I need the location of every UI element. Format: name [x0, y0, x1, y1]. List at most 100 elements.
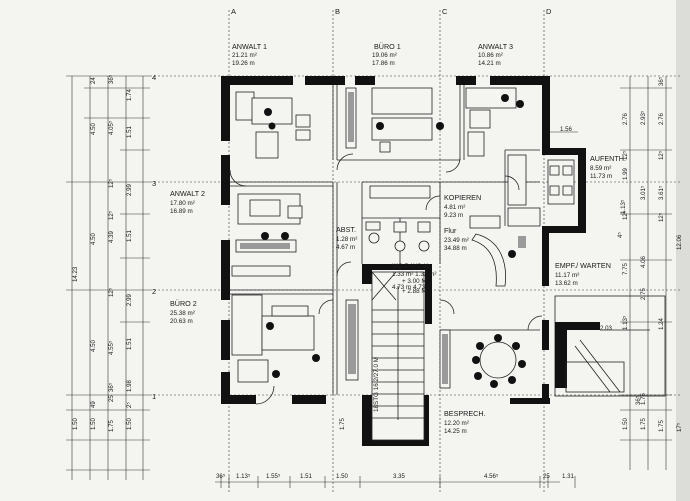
axis-label-a: A — [231, 7, 236, 16]
dim-left-misc: 49 — [90, 401, 97, 408]
dim-right-b: 1.24 — [658, 318, 665, 330]
dim-right-far: 12.06 — [676, 234, 683, 250]
room-area-net: 10.86 m² — [478, 52, 503, 59]
furniture-wc — [365, 221, 431, 252]
room-area-net: 25.38 m² — [170, 310, 195, 317]
dim-left-misc: 1.50 — [90, 418, 97, 430]
dimension-chains-right: 2.76 2.93⁵ 12⁵ 1.99 3.01⁵ 12⁵ 4.06 1.13⁵… — [620, 76, 683, 470]
room-area-net: 8.59 m² — [590, 165, 611, 172]
furniture-flur — [369, 185, 526, 287]
room-area-net: 17.80 m² — [170, 200, 195, 207]
dim-bottom: 1.50 — [336, 473, 348, 480]
axis-label-2: 2 — [152, 287, 156, 296]
dim-left-misc: 24 — [90, 77, 97, 84]
exterior-walls — [221, 76, 586, 446]
room-area-net: 12.20 m² — [444, 420, 469, 427]
room-label-anwalt-1: ANWALT 1 21.21 m² 19.26 m — [232, 42, 267, 67]
room-label-abst: ABST. 1.28 m² 4.67 m — [336, 225, 357, 251]
dim-right-a: 1.75 — [640, 418, 647, 430]
dim-inner: 1.56 — [560, 126, 572, 133]
room-label-empf: EMPF./ WARTEN 11.17 m² 13.62 m — [555, 261, 611, 287]
room-name: BÜRO 1 — [374, 42, 401, 51]
room-area-net: 21.21 m² — [232, 52, 257, 59]
room-perimeter: 14.21 m — [478, 60, 501, 67]
room-label-wc: WC-D WC-H 1.33 m² 1.33 m² 4.73 m 4.73 m — [392, 263, 436, 291]
axis-label-b: B — [335, 7, 340, 16]
dim-right-b: 2.75 — [640, 288, 647, 300]
room-perimeter: 11.73 m — [590, 173, 612, 180]
dim-right-b: 12⁵ — [658, 150, 665, 160]
room-perimeter: 4.67 m — [336, 244, 355, 251]
dim-bottom: 3.35 — [393, 473, 405, 480]
axis-label-d: D — [546, 7, 552, 16]
furniture-buero-2 — [231, 265, 320, 383]
furniture-anwalt-2 — [235, 193, 303, 253]
dim-left-misc: 36⁵ — [108, 382, 115, 392]
room-name: ABST. — [336, 225, 356, 234]
dim-left-total: 14.23 — [72, 266, 79, 282]
room-name: KOPIEREN — [444, 193, 481, 202]
dim-right-a: 1.99 — [622, 168, 629, 180]
room-name: Flur — [444, 226, 457, 235]
dim-right-far: 17⁵ — [676, 422, 683, 432]
dim-bottom: 1.51 — [300, 473, 312, 480]
room-name: BESPRECH. — [444, 409, 486, 418]
dim-left-misc: 12⁵ — [108, 210, 115, 220]
furniture-besprech — [472, 334, 526, 388]
dim-right-a: 2.76 — [622, 113, 629, 125]
dim-left-mid: 4.50 — [90, 123, 97, 135]
room-perimeter: 14.25 m — [444, 428, 467, 435]
furniture-anwalt-3 — [465, 87, 524, 157]
room-label-anwalt-2: ANWALT 2 17.80 m² 16.89 m — [170, 189, 205, 215]
room-name: WC-D WC-H — [392, 263, 428, 270]
room-label-anwalt-3: ANWALT 3 10.86 m² 14.21 m — [478, 42, 513, 67]
dim-right-b: 1.75 — [658, 420, 665, 432]
page-margin — [676, 0, 690, 501]
room-area-net: 23.49 m² — [444, 237, 469, 244]
dim-left-inner: 2.99 — [126, 184, 133, 196]
room-label-kopieren: KOPIEREN 4.81 m² 9.23 m — [444, 193, 481, 219]
room-area-net: 11.17 m² — [555, 272, 579, 279]
room-label-besprech: BESPRECH. 12.20 m² 14.25 m — [444, 409, 486, 435]
dim-inner: 1.13⁵ — [620, 199, 627, 214]
dim-left-misc: 1.50 — [72, 418, 79, 430]
room-perimeter: 4.73 m 4.73 m — [392, 284, 432, 291]
dim-inner: 1.75 — [339, 418, 346, 430]
room-area-net: 1.28 m² — [336, 236, 357, 243]
dim-inner: 2.03 — [600, 325, 612, 332]
stair-label: 18STG 16.2/27.0 M — [373, 357, 380, 412]
stair-treads — [372, 309, 424, 419]
dim-inner: 36⁵ — [635, 395, 642, 405]
dim-left-inner: 1.51 — [126, 230, 133, 242]
dim-left-inner: 2.99 — [126, 294, 133, 306]
inner-dimensions: 1.56 1.75 1.13⁵ 4⁵ 2.03 36⁵ — [339, 126, 642, 430]
dim-right-a: 12⁵ — [622, 210, 629, 220]
furniture-buero-1 — [345, 87, 444, 153]
room-area-net: 4.81 m² — [444, 204, 465, 211]
room-perimeter: 19.26 m — [232, 60, 255, 67]
dim-right-a: 3.01⁵ — [640, 185, 647, 200]
dim-left-inner: 1.51 — [126, 126, 133, 138]
dim-bottom: 1.55⁵ — [266, 473, 281, 480]
dimension-chains-left: 14.23 4.50 4.50 4.50 4.05⁵ 4.39 4.55⁵ 1.… — [66, 74, 150, 480]
door-swings — [229, 153, 543, 405]
dim-left-misc: 12⁵ — [108, 178, 115, 188]
dim-left-b: 4.05⁵ — [108, 120, 115, 135]
furniture-aufenth — [507, 154, 575, 227]
dim-right-b: 2.76 — [658, 113, 665, 125]
dim-right-a: 1.50 — [622, 418, 629, 430]
room-area-net: 1.33 m² 1.33 m² — [392, 271, 436, 278]
dim-left-misc: 2⁵ — [126, 402, 133, 408]
dim-right-a: 2.93⁵ — [640, 110, 647, 125]
dim-right-b: 1.75 — [640, 393, 647, 405]
dim-left-misc: 12⁵ — [108, 287, 115, 297]
room-perimeter: 34.88 m — [444, 245, 467, 252]
room-label-aufenth: AUFENTH. 8.59 m² 11.73 m — [590, 154, 626, 180]
room-name: AUFENTH. — [590, 154, 626, 163]
dim-left-misc: 1.50 — [126, 418, 133, 430]
dim-left-inner: 1.98 — [126, 380, 133, 392]
furniture-anwalt-1 — [235, 91, 311, 159]
dim-right-a: 4.06 — [640, 256, 647, 268]
room-perimeter: 13.62 m — [555, 280, 578, 287]
